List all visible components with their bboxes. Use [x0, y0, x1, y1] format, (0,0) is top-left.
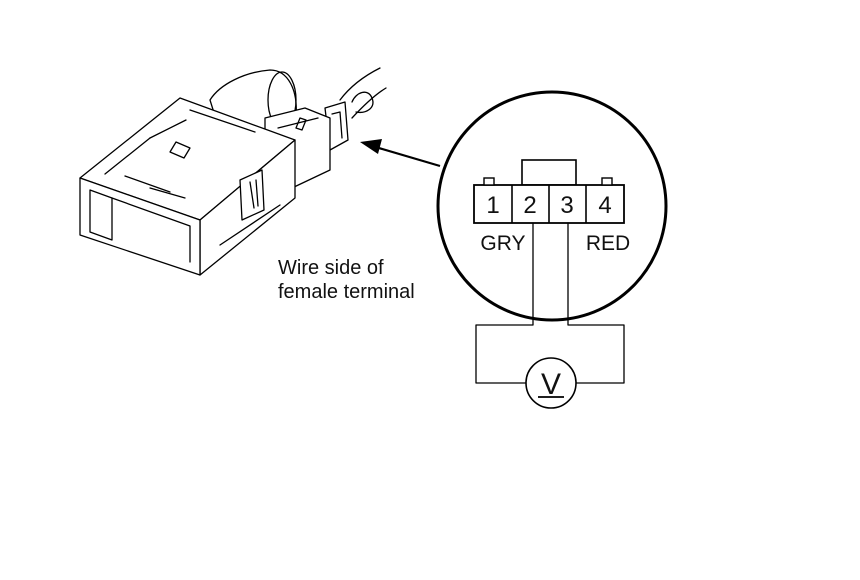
- caption-line-1: Wire side of: [278, 257, 384, 279]
- terminal-face: 1 2 3 4 GRY RED: [473, 159, 630, 255]
- pin-2-label: 2: [523, 192, 536, 219]
- pointer-arrow: [360, 139, 441, 168]
- pin-1-label: 1: [486, 192, 499, 219]
- connector-illustration: [79, 67, 387, 276]
- wire-color-gry: GRY: [480, 232, 525, 255]
- pin-4-label: 4: [598, 192, 611, 219]
- caption-line-2: female terminal: [278, 281, 415, 303]
- voltmeter-symbol: V: [541, 368, 561, 401]
- pin-3-label: 3: [560, 192, 573, 219]
- caption: Wire side of female terminal: [278, 257, 415, 303]
- voltmeter-icon: [525, 357, 577, 409]
- wire-color-red: RED: [586, 232, 630, 255]
- test-circuit: V: [475, 222, 625, 409]
